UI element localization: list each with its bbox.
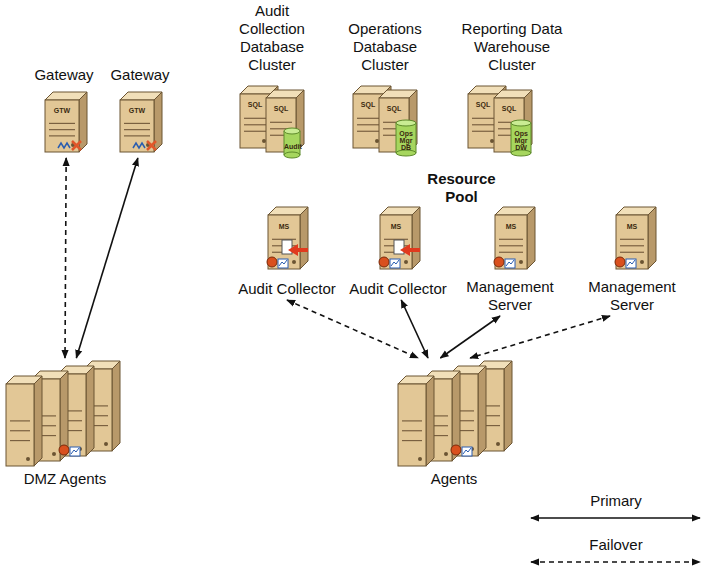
node-label: Agents bbox=[392, 470, 516, 488]
node-label: DMZ Agents bbox=[2, 470, 128, 488]
primary-connection bbox=[76, 158, 138, 358]
icon-label: Ops Mgr DB bbox=[397, 130, 415, 151]
server-icon bbox=[240, 86, 278, 148]
node-label: Gateway bbox=[28, 66, 100, 84]
server-icon bbox=[353, 86, 391, 148]
failover-connection bbox=[470, 316, 610, 358]
audit-collector: Audit Collector bbox=[232, 203, 342, 300]
server-icon bbox=[58, 366, 94, 456]
server-icon bbox=[398, 376, 434, 466]
database-cluster: Audit Collection Database Cluster bbox=[230, 2, 314, 154]
node-label: Reporting Data Warehouse Cluster bbox=[454, 20, 570, 74]
database-cylinder bbox=[396, 120, 416, 156]
server-icon bbox=[32, 371, 68, 461]
icon-label: MS bbox=[274, 223, 294, 230]
server-icon bbox=[120, 92, 162, 152]
gateway-badge bbox=[133, 141, 156, 150]
legend-label: Failover bbox=[528, 536, 704, 554]
failover-connection bbox=[65, 158, 66, 358]
failover-connection bbox=[287, 300, 418, 358]
server-icon bbox=[45, 92, 87, 152]
icon-label: Ops Mgr DW bbox=[512, 130, 530, 151]
icon-label: MS bbox=[622, 223, 642, 230]
icon-label: SQL bbox=[499, 105, 519, 112]
legend-entry: Failover bbox=[528, 536, 704, 568]
icon-label: SQL bbox=[245, 101, 265, 108]
node-label: Operations Database Cluster bbox=[340, 20, 430, 74]
node-label: Audit Collector bbox=[344, 280, 452, 298]
server-icon bbox=[468, 86, 506, 148]
database-cylinder bbox=[511, 120, 531, 156]
server-icon bbox=[494, 90, 532, 152]
icon-label: Audit bbox=[284, 143, 300, 150]
server-icon bbox=[495, 207, 535, 269]
legend-sample bbox=[528, 512, 704, 524]
node-label: Management Server bbox=[582, 278, 682, 314]
node-label: Management Server bbox=[460, 278, 560, 314]
legend-entry: Primary bbox=[528, 492, 704, 524]
audit-collector: Audit Collector bbox=[344, 203, 452, 300]
agent-badge bbox=[494, 257, 515, 268]
legend-label: Primary bbox=[528, 492, 704, 510]
icon-label: SQL bbox=[473, 101, 493, 108]
agent-badge bbox=[59, 445, 80, 456]
node-label: Audit Collector bbox=[232, 280, 342, 298]
audit-badge bbox=[394, 240, 420, 256]
node-label: Gateway bbox=[104, 66, 176, 84]
agent-badge bbox=[379, 257, 400, 268]
server-icon bbox=[84, 361, 120, 451]
audit-badge bbox=[282, 240, 308, 256]
resource-pool: Resource PoolAudit CollectorAudit Collec… bbox=[218, 160, 705, 352]
database-cylinder bbox=[284, 128, 300, 158]
gateway-badge bbox=[58, 141, 81, 150]
agent-badge bbox=[451, 445, 472, 456]
database-cluster: Operations Database Cluster bbox=[340, 20, 430, 154]
server-icon bbox=[450, 366, 486, 456]
management-server: Management Server bbox=[582, 203, 682, 316]
node-label: Resource Pool bbox=[422, 170, 502, 206]
icon-label: GTW bbox=[52, 107, 72, 114]
primary-connection bbox=[440, 316, 500, 358]
server-icon bbox=[424, 371, 460, 461]
agent-badge bbox=[267, 257, 288, 268]
icon-label: MS bbox=[501, 223, 521, 230]
node-label: Audit Collection Database Cluster bbox=[230, 2, 314, 74]
server-icon bbox=[266, 90, 304, 152]
icon-label: SQL bbox=[358, 101, 378, 108]
icon-label: SQL bbox=[271, 105, 291, 112]
server-icon bbox=[268, 207, 308, 269]
server-icon bbox=[616, 207, 656, 269]
icon-label: SQL bbox=[384, 105, 404, 112]
server-icon bbox=[6, 376, 42, 466]
legend-sample bbox=[528, 556, 704, 568]
management-server: Management Server bbox=[460, 203, 560, 316]
server-icon bbox=[380, 207, 420, 269]
server-icon bbox=[379, 90, 417, 152]
database-cluster: Reporting Data Warehouse Cluster bbox=[454, 20, 570, 154]
icon-label: MS bbox=[386, 223, 406, 230]
server-icon bbox=[476, 361, 512, 451]
primary-connection bbox=[401, 300, 428, 358]
agent-group: DMZ Agents bbox=[2, 358, 128, 490]
icon-label: GTW bbox=[127, 107, 147, 114]
agent-group: Agents bbox=[392, 358, 516, 490]
agent-badge bbox=[615, 257, 636, 268]
